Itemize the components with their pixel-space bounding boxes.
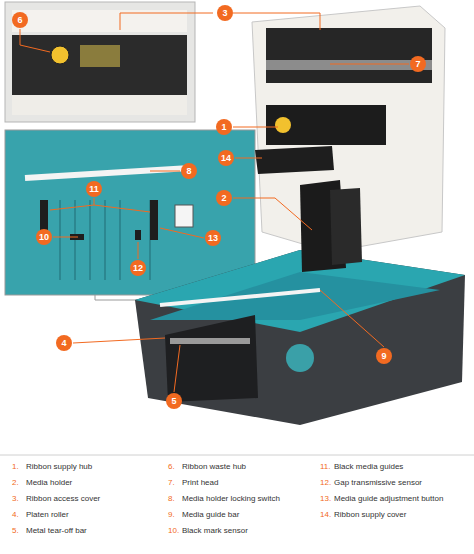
legend-number: 6. bbox=[168, 463, 175, 472]
callout-circle: 12 bbox=[130, 260, 146, 276]
callout-circle: 10 bbox=[36, 229, 52, 245]
legend-number: 13. bbox=[320, 495, 331, 504]
callout-circle: 3 bbox=[217, 5, 233, 21]
part-name: Ribbon supply cover bbox=[334, 511, 406, 520]
legend-number: 11. bbox=[320, 463, 331, 472]
callout-number: 7 bbox=[415, 60, 420, 69]
callout-circle: 9 bbox=[376, 348, 392, 364]
callout-circle: 1 bbox=[216, 119, 232, 135]
legend-number: 8. bbox=[168, 495, 175, 504]
callout-number: 8 bbox=[186, 167, 191, 176]
callout-circle: 8 bbox=[181, 163, 197, 179]
legend-number: 5. bbox=[12, 527, 19, 536]
part-name: Ribbon access cover bbox=[26, 495, 100, 504]
callout-circle: 11 bbox=[86, 181, 102, 197]
callout-number: 9 bbox=[381, 352, 386, 361]
callout-circle: 13 bbox=[205, 230, 221, 246]
callout-number: 6 bbox=[17, 16, 22, 25]
part-name: Metal tear-off bar bbox=[26, 527, 87, 536]
callout-number: 1 bbox=[221, 123, 226, 132]
part-name: Ribbon supply hub bbox=[26, 463, 92, 472]
callout-number: 5 bbox=[171, 397, 176, 406]
part-name: Gap transmissive sensor bbox=[334, 479, 422, 488]
callout-circle: 5 bbox=[166, 393, 182, 409]
part-name: Media holder bbox=[26, 479, 72, 488]
callout-circle: 7 bbox=[410, 56, 426, 72]
callout-circle: 14 bbox=[218, 150, 234, 166]
callout-circle: 2 bbox=[216, 190, 232, 206]
callout-circle: 4 bbox=[56, 335, 72, 351]
callout-number: 13 bbox=[208, 234, 218, 243]
part-name: Media guide bar bbox=[182, 511, 239, 520]
legend-number: 3. bbox=[12, 495, 19, 504]
legend-number: 1. bbox=[12, 463, 19, 472]
legend-number: 2. bbox=[12, 479, 19, 488]
callout-circle: 6 bbox=[12, 12, 28, 28]
part-name: Black media guides bbox=[334, 463, 403, 472]
part-name: Black mark sensor bbox=[182, 527, 248, 536]
part-name: Media guide adjustment button bbox=[334, 495, 443, 504]
legend-number: 7. bbox=[168, 479, 175, 488]
callout-number: 4 bbox=[61, 339, 66, 348]
part-name: Platen roller bbox=[26, 511, 69, 520]
part-name: Ribbon waste hub bbox=[182, 463, 246, 472]
callout-number: 3 bbox=[222, 9, 227, 18]
callout-number: 10 bbox=[39, 233, 49, 242]
callout-number: 2 bbox=[221, 194, 226, 203]
part-name: Print head bbox=[182, 479, 218, 488]
callout-number: 14 bbox=[221, 154, 231, 163]
legend-number: 10. bbox=[168, 527, 179, 536]
legend-number: 4. bbox=[12, 511, 19, 520]
legend-number: 14. bbox=[320, 511, 331, 520]
callout-number: 12 bbox=[133, 264, 143, 273]
callout-number: 11 bbox=[89, 185, 99, 194]
legend-number: 9. bbox=[168, 511, 175, 520]
legend-number: 12. bbox=[320, 479, 331, 488]
part-name: Media holder locking switch bbox=[182, 495, 280, 504]
